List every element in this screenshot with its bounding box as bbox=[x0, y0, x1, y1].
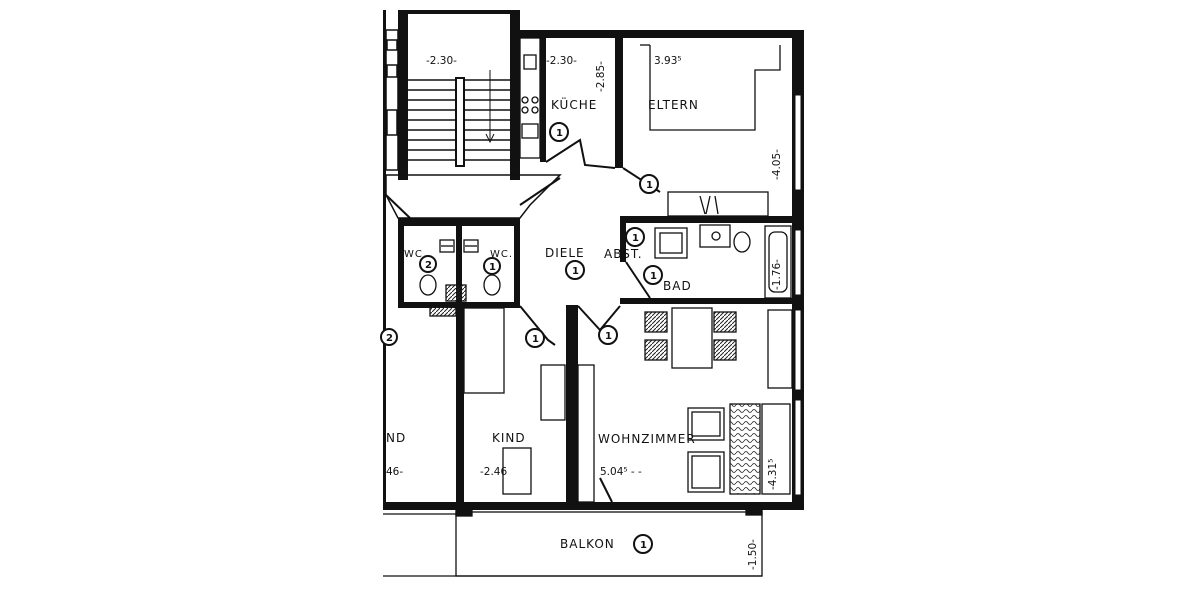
label-wohnzimmer: WOHNZIMMER bbox=[598, 432, 696, 446]
dim-eltern-width: 3.93⁵ bbox=[654, 55, 682, 67]
staircase bbox=[385, 70, 562, 219]
marker-wc-right: 1 bbox=[483, 257, 501, 275]
marker-left-room: 2 bbox=[380, 328, 398, 346]
label-kind: KIND bbox=[492, 431, 526, 445]
wall-kind-wohn bbox=[566, 305, 578, 505]
label-wc-right: WC. bbox=[490, 249, 513, 260]
svg-text:1: 1 bbox=[650, 271, 657, 282]
label-wc-left: WC. bbox=[404, 249, 427, 260]
marker-wc-left: 2 bbox=[419, 255, 437, 273]
kind-furniture bbox=[463, 307, 595, 503]
marker-abst: 1 bbox=[625, 227, 645, 247]
top-wall bbox=[518, 30, 803, 38]
label-abst: ABST. bbox=[604, 247, 643, 261]
apartment-markers: 1 1 1 1 1 1 2 2 1 1 1 bbox=[380, 122, 663, 554]
wc-fixtures bbox=[419, 239, 501, 317]
bad-fixtures bbox=[625, 224, 792, 299]
svg-text:1: 1 bbox=[632, 233, 639, 244]
svg-text:1: 1 bbox=[605, 331, 612, 342]
label-bad: BAD bbox=[663, 279, 692, 293]
marker-balkon: 1 bbox=[633, 534, 653, 554]
left-fragment bbox=[385, 29, 411, 219]
svg-text:1: 1 bbox=[556, 128, 563, 139]
dim-kueche-depth: -2.85- bbox=[595, 61, 607, 92]
dimensions: -2.30- -2.30- -2.85- 3.93⁵ -4.05- -1.76-… bbox=[386, 55, 783, 570]
left-edge-wall bbox=[383, 10, 386, 510]
kitchen-fixtures bbox=[519, 37, 616, 169]
balkon bbox=[383, 504, 763, 577]
wall-wc-top bbox=[398, 218, 520, 226]
marker-kueche: 1 bbox=[549, 122, 569, 142]
wall-kueche-eltern bbox=[615, 38, 623, 168]
wall-wc-left bbox=[398, 226, 404, 306]
stair-wall-left bbox=[398, 10, 408, 180]
wall-eltern-bottom bbox=[620, 216, 795, 223]
marker-wohnzimmer: 1 bbox=[598, 325, 618, 345]
dim-kueche-width: -2.30- bbox=[546, 55, 577, 67]
room-labels: KÜCHE ELTERN DIELE ABST. BAD WC. WC. KIN… bbox=[386, 96, 699, 551]
dim-kind-width: -2.46 bbox=[480, 466, 507, 478]
svg-text:2: 2 bbox=[425, 260, 432, 271]
label-kind-partial: ND bbox=[386, 431, 406, 445]
wall-kueche-left bbox=[540, 38, 546, 162]
windows bbox=[794, 94, 802, 496]
marker-eltern: 1 bbox=[639, 174, 659, 194]
dim-wohnzimmer-width: 5.04⁵ - - bbox=[600, 466, 642, 478]
svg-text:1: 1 bbox=[640, 540, 647, 551]
svg-text:1: 1 bbox=[572, 266, 579, 277]
wall-bad-left bbox=[620, 222, 626, 262]
label-kueche: KÜCHE bbox=[551, 96, 597, 112]
dim-left-partial: 46- bbox=[386, 466, 403, 478]
dim-stair-width: -2.30- bbox=[426, 55, 457, 67]
wall-bad-bottom bbox=[620, 298, 795, 304]
stair-wall-top bbox=[398, 10, 520, 14]
label-eltern: ELTERN bbox=[648, 98, 699, 112]
dim-bad-depth: -1.76- bbox=[771, 259, 783, 290]
marker-diele: 1 bbox=[565, 260, 585, 280]
wall-wc-middle bbox=[456, 226, 462, 306]
svg-text:2: 2 bbox=[386, 333, 393, 344]
svg-text:1: 1 bbox=[646, 180, 653, 191]
wall-wc-right bbox=[514, 226, 520, 306]
wohnzimmer-furniture bbox=[599, 307, 793, 503]
dim-wohnzimmer-depth: -4.31⁵ bbox=[767, 459, 779, 490]
marker-kind: 1 bbox=[525, 328, 545, 348]
marker-bad: 1 bbox=[643, 265, 663, 285]
stair-wall-right bbox=[510, 10, 520, 180]
dim-eltern-depth: -4.05- bbox=[771, 149, 783, 180]
wall-kind-left bbox=[456, 306, 464, 511]
bottom-wall bbox=[383, 502, 803, 510]
svg-text:1: 1 bbox=[489, 262, 496, 273]
wall-wc-bottom bbox=[398, 302, 520, 308]
dim-balkon-depth: -1.50- bbox=[747, 539, 759, 570]
svg-text:1: 1 bbox=[532, 334, 539, 345]
label-balkon: BALKON bbox=[560, 537, 615, 551]
label-diele: DIELE bbox=[545, 246, 585, 260]
